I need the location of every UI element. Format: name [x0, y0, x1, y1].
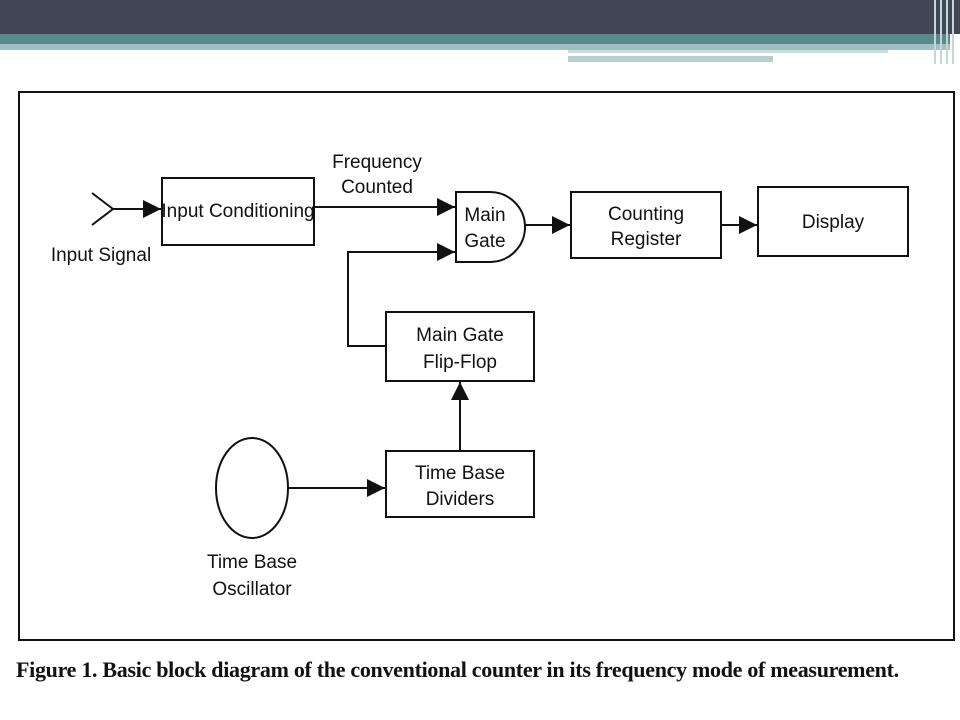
oscillator-label-line1: Time Base [207, 552, 297, 573]
input-conditioning-block [161, 177, 315, 246]
diagram-frame [18, 91, 955, 641]
accent-line-short [568, 50, 888, 53]
oscillator-label-line2: Oscillator [212, 579, 292, 600]
figure-caption: Figure 1. Basic block diagram of the con… [16, 657, 899, 682]
input-conditioning-label: Input Conditioning [161, 201, 314, 222]
dividers-label-line2: Dividers [426, 489, 495, 510]
time-base-dividers-block [385, 450, 535, 518]
counting-register-block [570, 191, 722, 259]
slide-title-bar [0, 0, 960, 34]
display-label: Display [802, 212, 865, 233]
flip-flop-label-line2: Flip-Flop [423, 352, 497, 373]
input-signal-label: Input Signal [51, 245, 151, 266]
main-gate-block [455, 191, 526, 263]
accent-band [0, 34, 950, 44]
decorative-stripes [930, 0, 960, 64]
antenna-icon [91, 192, 114, 226]
light-accent-band [0, 44, 950, 50]
display-block [757, 186, 909, 257]
flip-flop-block [385, 311, 535, 382]
accent-line-shorter [568, 56, 773, 62]
counting-register-label-line2: Register [611, 229, 682, 250]
frequency-counted-label-line2: Counted [341, 177, 413, 198]
frequency-counted-label-line1: Frequency [332, 152, 422, 173]
counting-register-label-line1: Counting [608, 204, 684, 225]
time-base-oscillator-circle [215, 437, 289, 539]
main-gate-label-line2: Gate [464, 231, 505, 252]
main-gate-label-line1: Main [464, 205, 505, 226]
flip-flop-to-gate-path [347, 243, 455, 347]
dividers-label-line1: Time Base [415, 463, 505, 484]
flip-flop-label-line1: Main Gate [416, 325, 504, 346]
